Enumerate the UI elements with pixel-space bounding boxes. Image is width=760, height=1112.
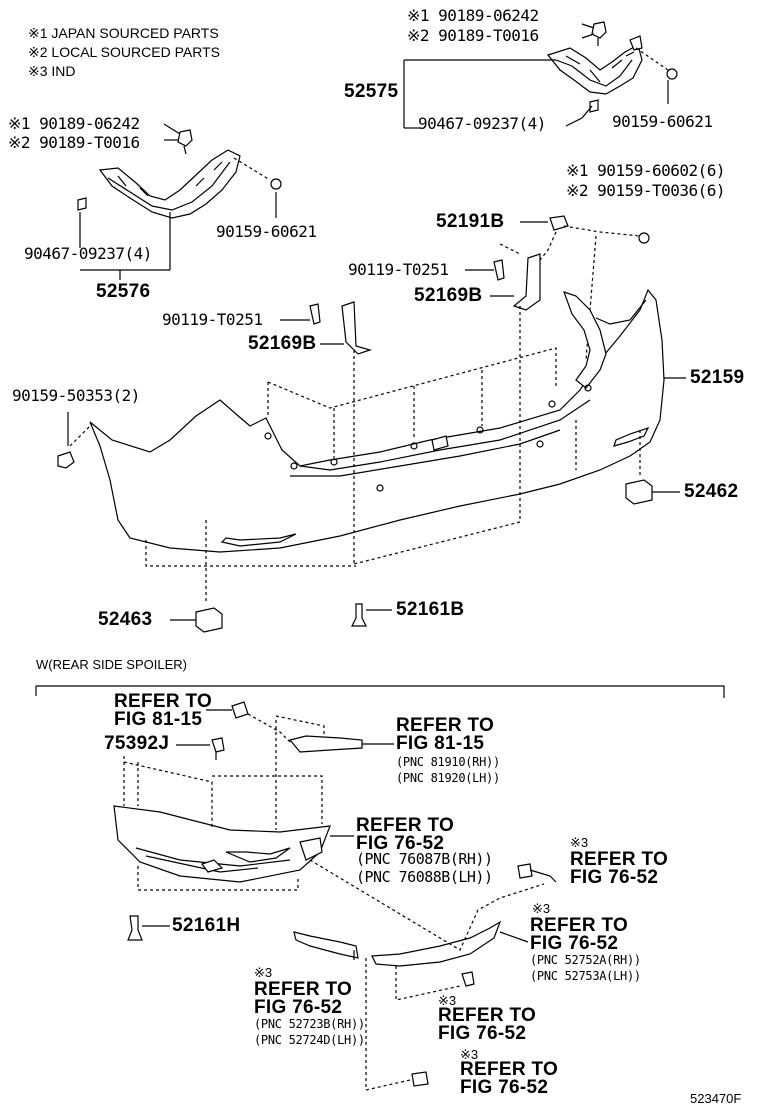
label-c2: ※2 90159-T0036(6) <box>566 181 726 200</box>
label-s8c: (PNC 52723B(RH)) <box>254 1017 365 1031</box>
label-s4c: (PNC 76087B(RH)) <box>356 850 493 868</box>
label-c10: 52462 <box>684 481 739 502</box>
label-b1: ※1 90189-06242 <box>8 114 140 133</box>
label-b5: 52576 <box>96 281 151 302</box>
clip-52191b <box>549 215 650 244</box>
label-s7m: ※3 <box>532 901 551 916</box>
pad-52463 <box>195 607 223 633</box>
label-c11: 52463 <box>98 609 153 630</box>
label-s10b: FIG 76-52 <box>460 1077 549 1098</box>
label-s4b: FIG 76-52 <box>356 833 445 854</box>
label-b4: 90467-09237(4) <box>24 244 152 263</box>
label-s7d: (PNC 52753A(LH)) <box>530 969 641 983</box>
label-a3: 52575 <box>344 81 399 102</box>
legend-japan: ※1 JAPAN SOURCED PARTS <box>28 25 219 41</box>
label-s5b: FIG 76-52 <box>570 867 659 888</box>
label-c12: 52161B <box>396 599 465 620</box>
label-s7c: (PNC 52752A(RH)) <box>530 953 641 967</box>
label-c7: 52169B <box>248 333 317 354</box>
spoiler-assembly <box>113 701 533 1087</box>
screw-icon <box>57 451 75 469</box>
label-c8: 52159 <box>690 367 745 388</box>
label-c3: 52191B <box>436 211 505 232</box>
label-s9m: ※3 <box>438 993 457 1008</box>
label-s5a: REFER TO <box>570 849 669 870</box>
label-a1: ※1 90189-06242 <box>407 6 539 25</box>
label-s1b: FIG 81-15 <box>114 709 203 730</box>
label-s8d: (PNC 52724D(LH)) <box>254 1033 365 1047</box>
label-s8m: ※3 <box>254 965 273 980</box>
bracket-52169b-left <box>309 301 373 355</box>
figure-code: 523470F <box>690 1091 742 1106</box>
label-s3a: REFER TO <box>396 715 495 736</box>
label-s10m: ※3 <box>460 1047 479 1062</box>
label-s8b: FIG 76-52 <box>254 997 343 1018</box>
label-a4: 90467-09237(4) <box>418 114 546 133</box>
label-s10a: REFER TO <box>460 1059 559 1080</box>
label-c9: 90159-50353(2) <box>12 386 140 405</box>
bracket-52169b-right <box>493 253 541 311</box>
bumper-cover-52159 <box>89 288 665 553</box>
label-c4: 90119-T0251 <box>348 260 449 279</box>
label-s9b: FIG 76-52 <box>438 1023 527 1044</box>
clip-52161b <box>351 603 367 627</box>
label-a5: 90159-60621 <box>612 112 713 131</box>
label-b3: 90159-60621 <box>216 222 317 241</box>
legend-local: ※2 LOCAL SOURCED PARTS <box>28 44 220 60</box>
label-s4d: (PNC 76088B(LH)) <box>356 868 493 886</box>
label-c1: ※1 90159-60602(6) <box>566 161 726 180</box>
label-s9a: REFER TO <box>438 1005 537 1026</box>
label-s5m: ※3 <box>570 835 589 850</box>
spoiler-title: W(REAR SIDE SPOILER) <box>36 657 187 672</box>
label-s8a: REFER TO <box>254 979 353 1000</box>
label-s3b: FIG 81-15 <box>396 733 485 754</box>
label-s2: 75392J <box>104 733 170 754</box>
label-s3c: (PNC 81910(RH)) <box>396 755 500 769</box>
label-b2: ※2 90189-T0016 <box>8 133 140 152</box>
legend-ind: ※3 IND <box>28 63 76 79</box>
label-c6: 90119-T0251 <box>162 310 263 329</box>
label-s4a: REFER TO <box>356 815 455 836</box>
label-s1a: REFER TO <box>114 691 213 712</box>
retainer-52576 <box>77 129 282 219</box>
label-c5: 52169B <box>414 285 483 306</box>
pad-52462 <box>625 479 653 505</box>
label-s6: 52161H <box>172 915 241 936</box>
label-s3d: (PNC 81920(LH)) <box>396 771 500 785</box>
label-s7a: REFER TO <box>530 915 629 936</box>
label-a2: ※2 90189-T0016 <box>407 26 539 45</box>
retainer-52575 <box>546 21 678 113</box>
label-s7b: FIG 76-52 <box>530 933 619 954</box>
